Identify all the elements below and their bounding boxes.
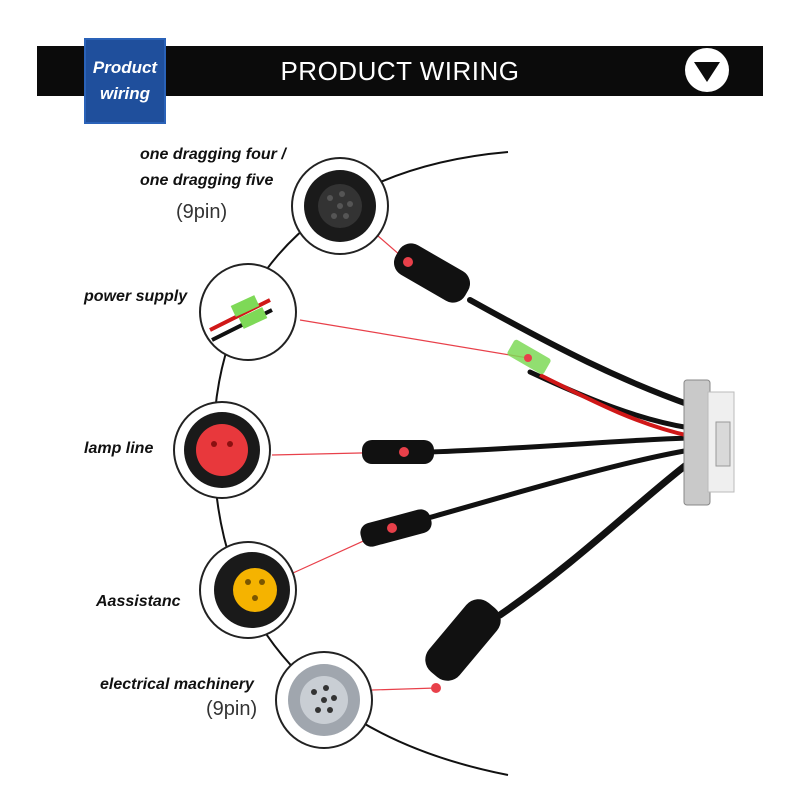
- badge-line2: wiring: [99, 84, 151, 103]
- cable-lamp: [427, 435, 693, 455]
- thumb-electrical-machinery: [275, 651, 373, 749]
- inline-plug-power: [507, 339, 551, 375]
- inline-plug-lamp: [362, 440, 434, 464]
- cable-bundle: [425, 297, 694, 619]
- pointer-line-motor: [371, 687, 437, 691]
- controller-block: [683, 379, 735, 506]
- cable-power-red: [539, 373, 691, 438]
- scroll-down-button[interactable]: [685, 48, 729, 92]
- inline-plug-nine-pin-top: [393, 243, 471, 303]
- label-nine-pin-top-line2: one dragging five: [140, 172, 274, 189]
- thumb-power-supply: [199, 263, 297, 361]
- cable-motor: [496, 458, 694, 619]
- pointer-line-power-supply: [299, 319, 529, 359]
- pin-note-nine-pin-top: (9pin): [176, 201, 228, 223]
- thumb-lamp-line: [173, 401, 271, 499]
- label-power-supply: power supply: [84, 288, 188, 305]
- page-title: PRODUCT WIRING: [280, 56, 520, 86]
- pin-note-electrical-machinery: (9pin): [206, 698, 258, 720]
- chevron-down-icon: [694, 62, 720, 82]
- cable-assistance: [425, 447, 693, 521]
- thumb-assistance: [199, 541, 297, 639]
- label-nine-pin-top-line1: one dragging four /: [140, 146, 286, 163]
- thumb-nine-pin-top: [291, 157, 389, 255]
- product-wiring-badge: Product wiring: [84, 38, 166, 124]
- inline-plug-assistance: [360, 509, 432, 547]
- label-assistance: Aassistanc: [96, 593, 181, 610]
- label-lamp-line: lamp line: [84, 440, 154, 457]
- label-electrical-machinery: electrical machinery: [100, 676, 254, 693]
- inline-plug-motor: [425, 599, 501, 693]
- badge-line1: Product: [92, 58, 158, 77]
- cable-nine-pin-top: [467, 297, 693, 408]
